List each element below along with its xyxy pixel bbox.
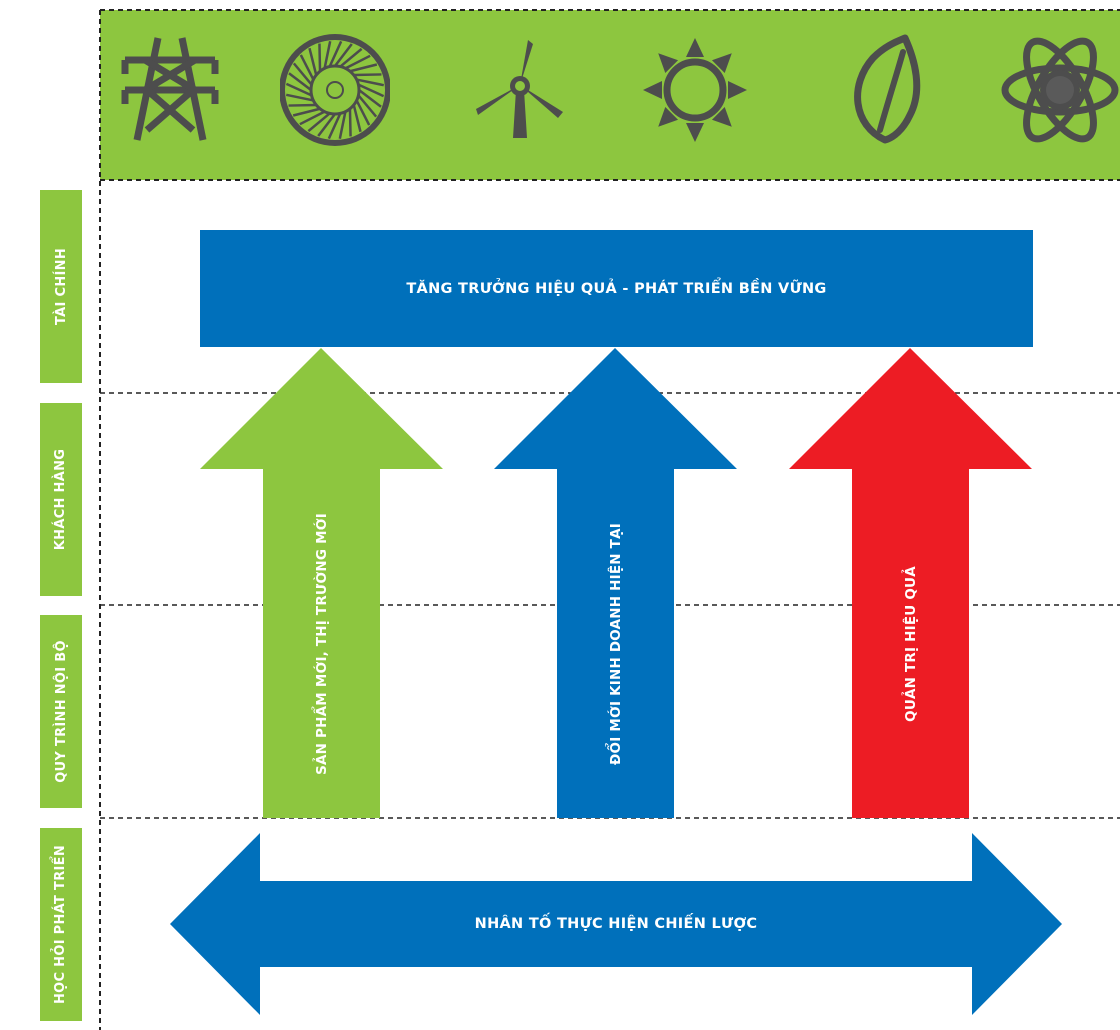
wind-turbine-icon — [465, 30, 575, 150]
goal-label: TĂNG TRƯỞNG HIỆU QUẢ - PHÁT TRIỂN BỀN VỮ… — [406, 280, 827, 297]
foundation-label: NHÂN TỐ THỰC HIỆN CHIẾN LƯỢC — [474, 916, 758, 932]
leaf-icon — [835, 30, 945, 150]
perspective-customer: KHÁCH HÀNG — [40, 403, 82, 596]
perspective-learning-growth: HỌC HỎI PHÁT TRIỂN — [40, 828, 82, 1021]
arrow-blue-label-box: ĐỔI MỚI KINH DOANH HIỆN TẠI — [557, 469, 674, 818]
turbine-icon — [279, 30, 391, 150]
arrow-green-label: SẢN PHẨM MỚI, THỊ TRƯỜNG MỚI — [313, 512, 330, 775]
perspective-internal-process: QUY TRÌNH NỘI BỘ — [40, 615, 82, 808]
arrow-foundation — [170, 833, 1062, 1015]
arrow-blue-label: ĐỔI MỚI KINH DOANH HIỆN TẠI — [607, 522, 624, 765]
arrow-red-label: QUẢN TRỊ HIỆU QUẢ — [902, 565, 919, 722]
arrow-blue — [494, 348, 737, 818]
perspective-finance: TÀI CHÍNH — [40, 190, 82, 383]
arrow-red-label-box: QUẢN TRỊ HIỆU QUẢ — [852, 469, 969, 818]
arrow-green — [200, 348, 443, 818]
sun-icon — [640, 30, 750, 150]
arrow-green-label-box: SẢN PHẨM MỚI, THỊ TRƯỜNG MỚI — [263, 469, 380, 818]
arrow-red — [789, 348, 1032, 818]
header-band — [100, 10, 1120, 180]
goal-box: TĂNG TRƯỞNG HIỆU QUẢ - PHÁT TRIỂN BỀN VỮ… — [200, 230, 1033, 347]
atom-icon — [1000, 30, 1119, 150]
foundation-label-box: NHÂN TỐ THỰC HIỆN CHIẾN LƯỢC — [260, 881, 972, 967]
power-tower-icon — [115, 30, 225, 150]
